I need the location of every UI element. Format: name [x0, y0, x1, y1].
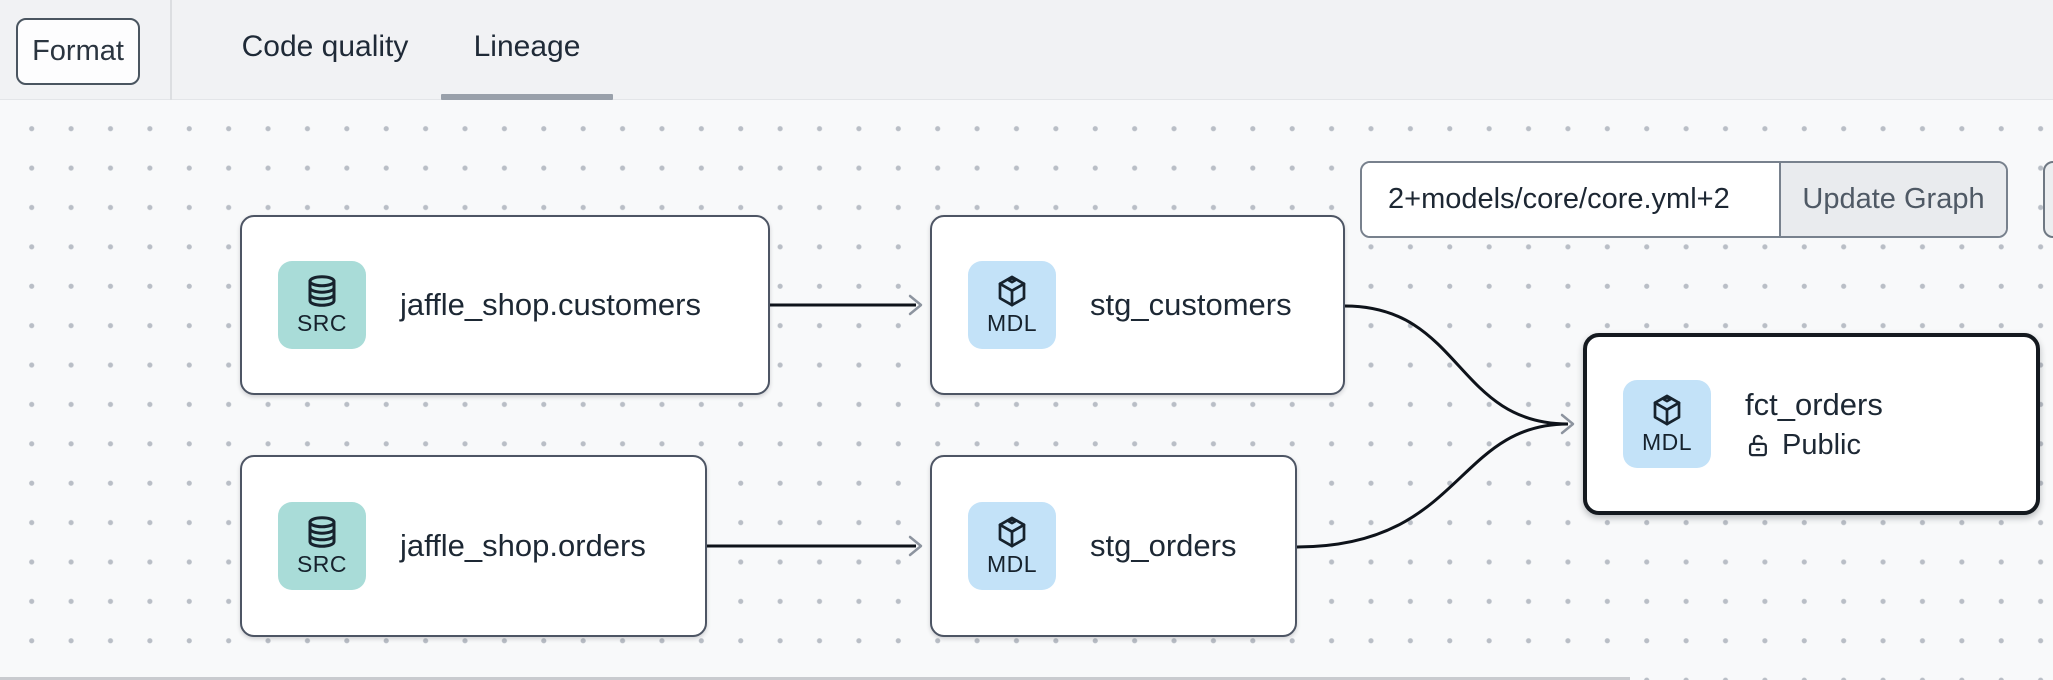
- source-badge: SRC: [278, 261, 366, 349]
- horizontal-scrollbar[interactable]: [0, 677, 1630, 680]
- node-type-label: MDL: [1641, 429, 1693, 455]
- toolbar-divider: [170, 0, 172, 100]
- node-type-label: SRC: [296, 310, 348, 336]
- update-graph-button[interactable]: Update Graph: [1779, 163, 2006, 236]
- node-jaffle-shop-customers[interactable]: SRC jaffle_shop.customers: [240, 215, 770, 395]
- format-button[interactable]: Format: [16, 18, 140, 85]
- top-toolbar: Format Code quality Lineage: [0, 0, 2053, 100]
- tab-code-quality[interactable]: Code quality: [241, 30, 409, 63]
- lineage-selector-group: 2+models/core/core.yml+2 Update Graph: [1360, 161, 2008, 238]
- node-fct-orders[interactable]: MDL fct_orders Public: [1583, 333, 2040, 515]
- cube-icon: [998, 516, 1026, 548]
- model-badge: MDL: [968, 502, 1056, 590]
- cube-icon: [1653, 394, 1681, 426]
- active-tab-underline: [441, 94, 613, 100]
- model-badge: MDL: [968, 261, 1056, 349]
- database-icon: [308, 516, 336, 548]
- tab-lineage[interactable]: Lineage: [473, 30, 581, 63]
- node-label: jaffle_shop.customers: [400, 287, 701, 322]
- node-type-label: MDL: [986, 551, 1038, 577]
- node-jaffle-shop-orders[interactable]: SRC jaffle_shop.orders: [240, 455, 707, 637]
- node-stg-customers[interactable]: MDL stg_customers: [930, 215, 1345, 395]
- node-type-label: MDL: [986, 310, 1038, 336]
- lineage-selector-input[interactable]: 2+models/core/core.yml+2: [1362, 163, 1779, 236]
- lock-open-icon: [1748, 434, 1767, 456]
- access-row: Public: [1745, 429, 1883, 462]
- node-type-label: SRC: [296, 551, 348, 577]
- cutoff-right-button[interactable]: [2043, 161, 2053, 238]
- model-badge: MDL: [1623, 380, 1711, 468]
- node-label: stg_customers: [1090, 287, 1292, 322]
- node-label: fct_orders: [1745, 386, 1883, 422]
- node-stg-orders[interactable]: MDL stg_orders: [930, 455, 1297, 637]
- database-icon: [308, 275, 336, 307]
- cube-icon: [998, 275, 1026, 307]
- source-badge: SRC: [278, 502, 366, 590]
- node-label: jaffle_shop.orders: [400, 528, 646, 563]
- node-label: stg_orders: [1090, 528, 1237, 563]
- access-label: Public: [1782, 428, 1861, 461]
